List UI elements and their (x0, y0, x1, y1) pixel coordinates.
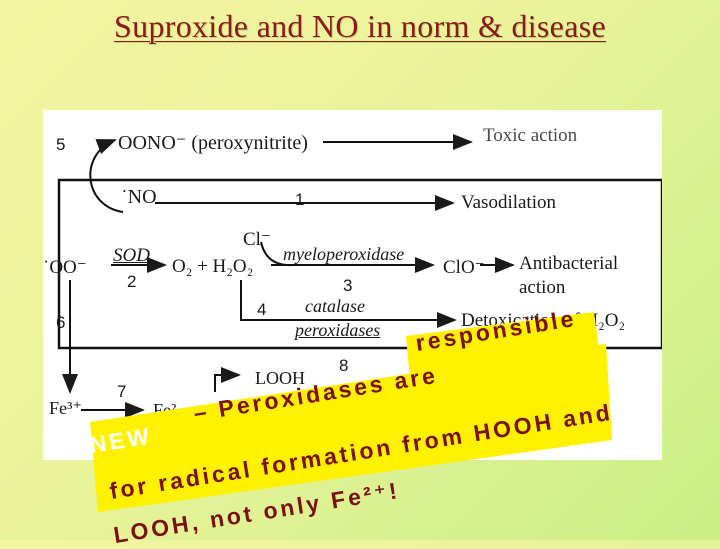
arrow-5 (89, 139, 124, 213)
slide-title: Suproxide and NO in norm & disease (114, 8, 606, 44)
label-looh-partial: LOOH (255, 368, 305, 388)
reaction-diagram: 5 OONO⁻ (peroxynitrite) Toxic action ˙NO… (43, 110, 662, 460)
label-superoxide: ˙OO⁻ (43, 257, 87, 278)
label-o2-h2o2: O₂ + H₂O₂ (172, 256, 254, 277)
label-toxic-action: Toxic action (483, 125, 578, 146)
label-2: 2 (127, 272, 137, 291)
label-1: 1 (295, 190, 305, 209)
label-5: 5 (56, 135, 66, 154)
label-fe2-partial: Fe² (153, 400, 177, 420)
label-hypochlorite: ClO⁻ (443, 257, 485, 278)
label-detoxication: Detoxication of H₂O₂ (461, 310, 626, 331)
label-nitric-oxide: ˙NO (121, 186, 157, 208)
label-6: 6 (56, 313, 66, 332)
arrow-8 (214, 367, 241, 392)
label-vasodilation: Vasodilation (461, 192, 556, 213)
label-8: 8 (339, 356, 349, 375)
arrow-cl (260, 241, 294, 267)
label-antibacterial: Antibacterial (519, 253, 619, 274)
label-peroxynitrite: OONO⁻ (peroxynitrite) (118, 132, 308, 154)
label-peroxidases: peroxidases (295, 320, 381, 340)
label-catalase: catalase (305, 296, 365, 316)
callout-line-looh: LOOH, not only Fe²⁺! (111, 477, 402, 549)
label-action: action (519, 277, 566, 298)
label-7: 7 (117, 382, 127, 401)
arrow-4 (240, 280, 457, 328)
label-myeloperoxidase: myeloperoxidase (283, 244, 405, 264)
label-cl: Cl⁻ (243, 229, 271, 250)
label-fe3: Fe³⁺ (49, 398, 82, 418)
label-4: 4 (257, 300, 267, 319)
label-3: 3 (343, 276, 353, 295)
label-sod: SOD (113, 245, 150, 266)
